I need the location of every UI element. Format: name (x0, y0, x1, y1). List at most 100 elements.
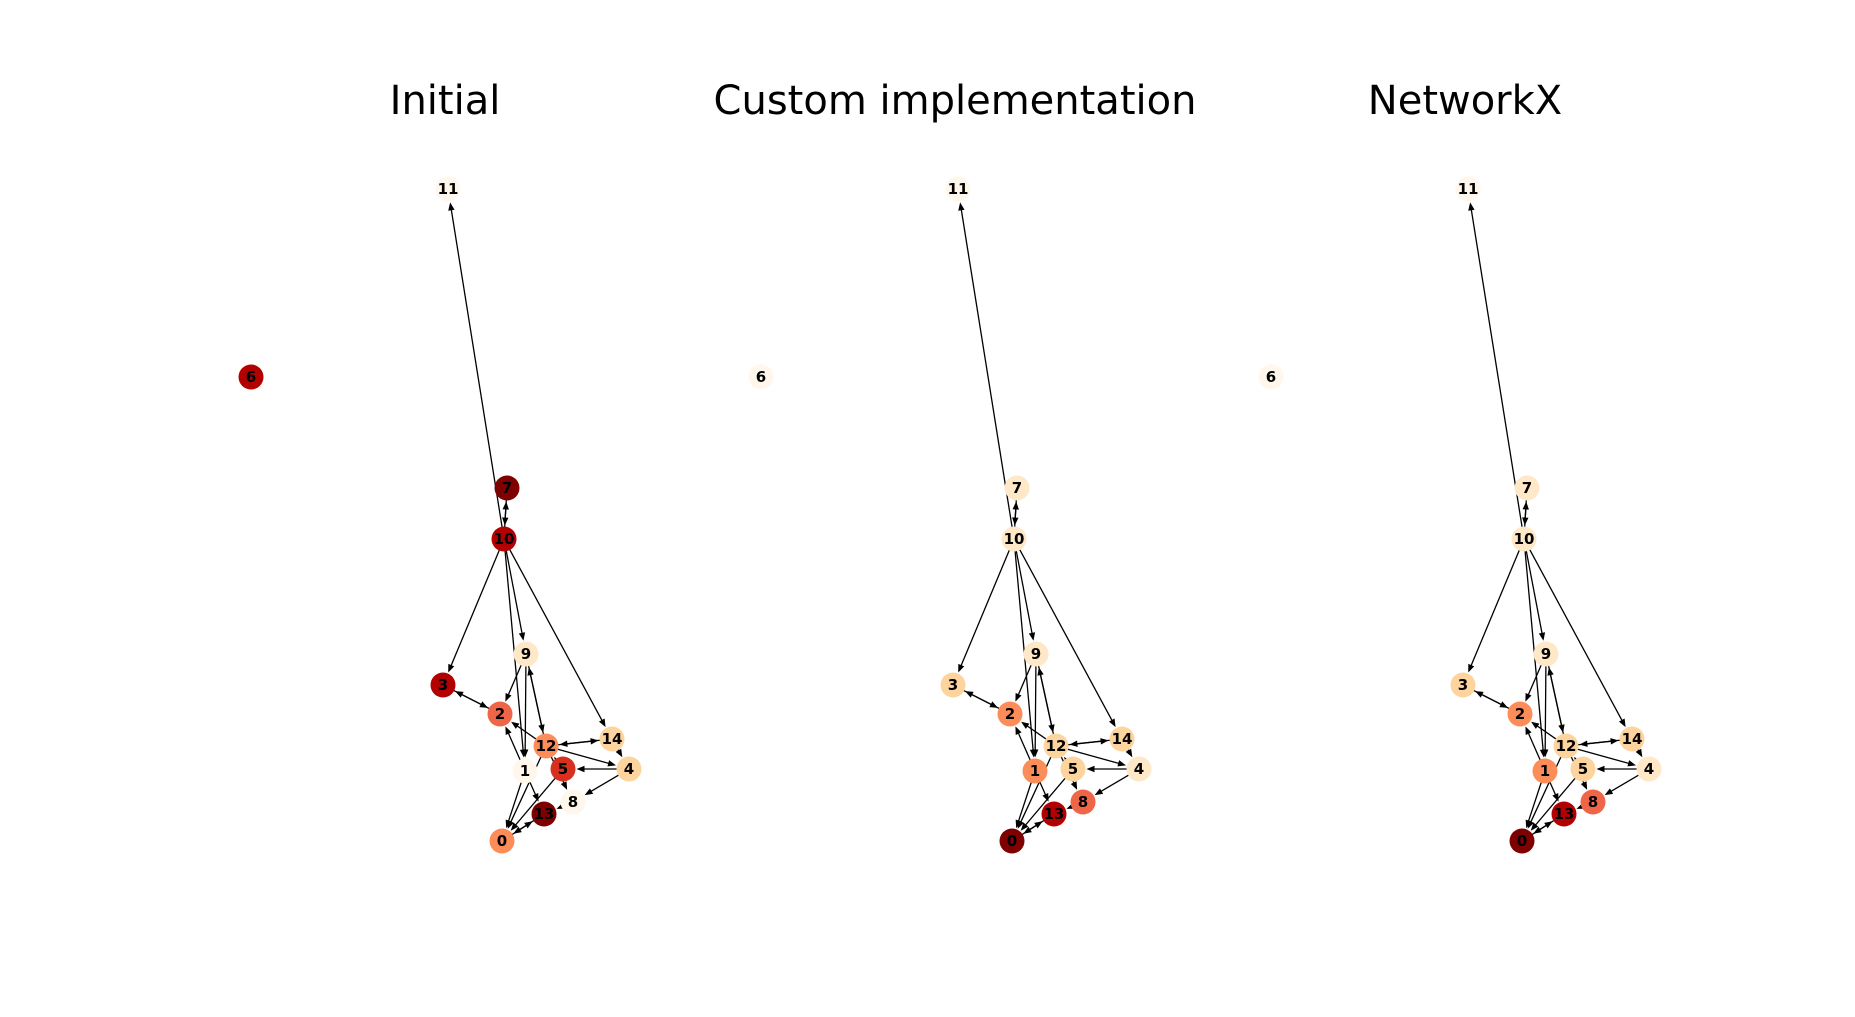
node-label-10: 10 (1514, 530, 1535, 548)
node-11 (945, 176, 971, 202)
node-14 (1619, 726, 1645, 752)
node-2 (487, 701, 513, 727)
edge-12-0 (1019, 752, 1054, 824)
arrowhead-12-2 (511, 721, 520, 729)
arrowhead-5-0 (1020, 822, 1029, 831)
node-7 (1004, 475, 1030, 501)
node-0 (999, 828, 1025, 854)
node-label-0: 0 (1517, 832, 1527, 850)
edge-10-14 (1526, 545, 1624, 723)
arrowhead-10-14 (598, 718, 606, 728)
arrowhead-1-2 (1015, 726, 1022, 735)
node-0 (489, 828, 515, 854)
node-7 (1514, 475, 1540, 501)
node-14 (1109, 726, 1135, 752)
arrowhead-10-3 (1468, 663, 1475, 673)
edge-9-2 (1017, 660, 1034, 697)
edge-9-2 (1527, 660, 1544, 697)
arrowhead-14-12 (1579, 740, 1588, 747)
edge-2-3 (1480, 693, 1514, 712)
edge-9-1 (1544, 661, 1547, 752)
node-label-7: 7 (1012, 479, 1022, 497)
arrowhead-10-3 (958, 663, 965, 673)
arrowhead-7-10 (1012, 517, 1019, 526)
edge-12-4 (553, 747, 611, 765)
node-label-10: 10 (1004, 530, 1025, 548)
arrowhead-1-13 (532, 793, 539, 802)
node-13 (531, 801, 557, 827)
node-label-6: 6 (756, 368, 766, 386)
arrowhead-10-9 (1028, 632, 1036, 641)
node-6 (1258, 364, 1284, 390)
node-13 (1041, 801, 1067, 827)
edge-10-9 (1014, 546, 1033, 635)
node-label-1: 1 (1540, 762, 1550, 780)
arrowhead-0-13 (1034, 821, 1043, 829)
node-label-8: 8 (568, 793, 578, 811)
node-0 (1509, 828, 1535, 854)
node-2 (1507, 701, 1533, 727)
arrowhead-10-14 (1108, 718, 1116, 728)
node-3 (940, 672, 966, 698)
edge-14-12 (1075, 739, 1115, 745)
arrowhead-9-2 (1525, 693, 1532, 702)
arrowhead-10-3 (448, 663, 455, 673)
node-label-9: 9 (1031, 645, 1041, 663)
node-label-3: 3 (1458, 676, 1468, 694)
arrowhead-10-9 (518, 632, 526, 641)
node-11 (435, 176, 461, 202)
edge-5-0 (514, 774, 559, 827)
arrowhead-12-4 (607, 760, 616, 767)
arrowhead-10-11 (958, 202, 965, 211)
edge-1-2 (1017, 731, 1033, 765)
node-label-8: 8 (1078, 793, 1088, 811)
node-5 (550, 756, 576, 782)
arrowhead-9-2 (505, 693, 512, 702)
edge-1-0 (507, 777, 524, 823)
edge-1-0 (1527, 777, 1544, 823)
arrowhead-12-9 (527, 667, 534, 676)
node-label-2: 2 (495, 705, 505, 723)
node-13 (1551, 801, 1577, 827)
node-label-1: 1 (1030, 762, 1040, 780)
edge-1-2 (507, 731, 523, 765)
node-label-6: 6 (246, 368, 256, 386)
node-label-11: 11 (1458, 180, 1479, 198)
edge-14-12 (565, 739, 605, 745)
node-label-5: 5 (558, 760, 568, 778)
edge-10-9 (1524, 546, 1543, 635)
node-label-12: 12 (1556, 737, 1577, 755)
node-5 (1060, 756, 1086, 782)
edge-10-11 (450, 208, 504, 532)
arrowhead-12-9 (1547, 667, 1554, 676)
node-label-8: 8 (1588, 793, 1598, 811)
node-label-11: 11 (948, 180, 969, 198)
node-label-9: 9 (1541, 645, 1551, 663)
node-label-14: 14 (602, 730, 623, 748)
edge-10-14 (506, 545, 604, 723)
arrowhead-9-1 (1031, 749, 1039, 758)
edge-12-9 (1549, 672, 1566, 739)
arrowhead-4-5 (1596, 765, 1605, 773)
edge-12-4 (1573, 747, 1631, 765)
node-2 (997, 701, 1023, 727)
node-label-4: 4 (1644, 760, 1654, 778)
node-label-5: 5 (1578, 760, 1588, 778)
edge-9-1 (524, 661, 527, 752)
node-label-7: 7 (1522, 479, 1532, 497)
arrowhead-4-8 (1604, 788, 1614, 796)
node-label-3: 3 (438, 676, 448, 694)
node-label-4: 4 (1134, 760, 1144, 778)
node-label-11: 11 (438, 180, 459, 198)
node-9 (513, 641, 539, 667)
arrowhead-12-0 (507, 820, 514, 829)
node-label-14: 14 (1622, 730, 1643, 748)
edge-10-1 (1014, 546, 1034, 752)
arrowhead-10-11 (1468, 202, 1475, 211)
node-12 (533, 733, 559, 759)
